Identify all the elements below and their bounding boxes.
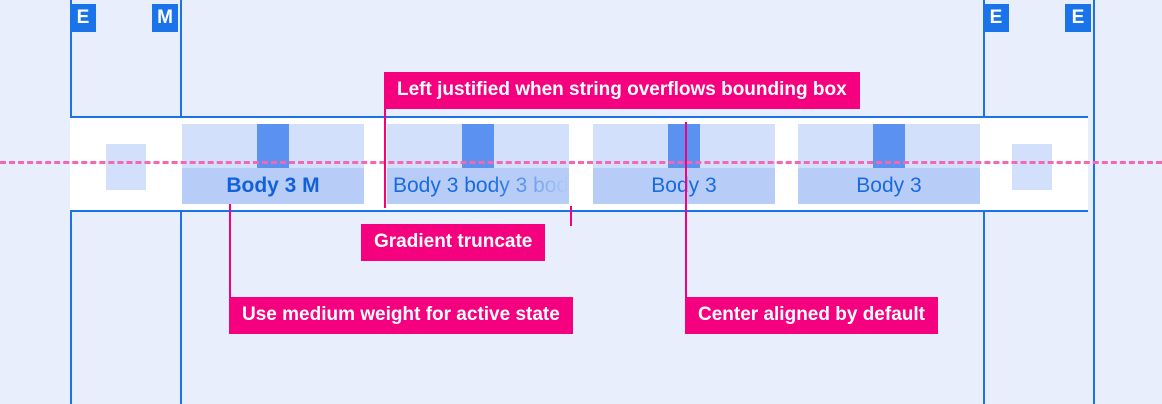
annotation-center-aligned: Center aligned by default [685, 297, 938, 334]
tab-icon-placeholder [873, 124, 905, 168]
tab-icon-placeholder [462, 124, 494, 168]
tab-label-area: Body 3 [593, 168, 775, 204]
tab-label-1: Body 3 M [226, 174, 320, 197]
annotation-left-justified: Left justified when string overflows bou… [384, 72, 860, 109]
tab-icon-placeholder [257, 124, 289, 168]
leader-center-aligned [685, 122, 687, 299]
marker-m-left-inner: M [152, 4, 178, 32]
marker-e-right-inner: E [983, 4, 1009, 32]
leader-medium-weight [229, 204, 231, 299]
tab-label-3: Body 3 [651, 174, 717, 197]
leader-gradient-truncate [570, 206, 572, 226]
edge-placeholder-left [106, 144, 146, 190]
tab-icon-area [182, 124, 364, 168]
guide-right-outer [1093, 0, 1095, 404]
tab-cell-1[interactable]: Body 3 M [182, 124, 364, 204]
tab-label-4: Body 3 [856, 174, 922, 197]
tab-label-2: Body 3 body 3 body 3 [393, 174, 569, 197]
marker-e-right-outer: E [1065, 4, 1091, 32]
tab-cell-4[interactable]: Body 3 [798, 124, 980, 204]
tab-label-area: Body 3 body 3 body 3 [387, 168, 569, 204]
baseline-guide [0, 161, 1162, 164]
tab-cell-2[interactable]: Body 3 body 3 body 3 [387, 124, 569, 204]
tab-icon-area [387, 124, 569, 168]
annotation-gradient-truncate: Gradient truncate [361, 224, 546, 261]
tab-icon-area [798, 124, 980, 168]
edge-placeholder-right [1012, 144, 1052, 190]
tab-label-area: Body 3 M [182, 168, 364, 204]
leader-left-justified [384, 108, 386, 208]
tab-icon-placeholder [668, 124, 700, 168]
marker-e-left-outer: E [70, 4, 96, 32]
tab-label-area: Body 3 [798, 168, 980, 204]
annotation-medium-weight: Use medium weight for active state [229, 297, 573, 334]
tab-icon-area [593, 124, 775, 168]
tab-cell-3[interactable]: Body 3 [593, 124, 775, 204]
